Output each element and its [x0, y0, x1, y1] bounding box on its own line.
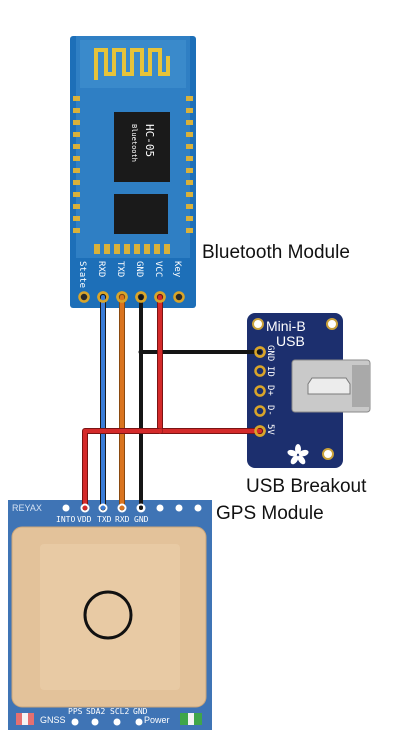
usb-pin-dplus — [254, 385, 266, 397]
hc05-pin-rxd-label: RXD — [96, 261, 106, 277]
gps-brand: REYAX — [12, 503, 42, 513]
gps-bottom-pin-gnd-label: GND — [133, 707, 148, 716]
usb-pin-5v-label: 5V — [265, 424, 275, 435]
gnss-label: GNSS — [40, 715, 66, 725]
usb-mount-hole-tr — [326, 318, 338, 330]
usb-breakout-label: USB Breakout — [246, 476, 367, 497]
bluetooth-bottom-pads — [94, 244, 170, 254]
bluetooth-side-pads — [73, 96, 193, 233]
junction-vcc — [157, 428, 163, 434]
usb-pin-dminus-label: D- — [265, 405, 275, 416]
bluetooth-module-label: Bluetooth Module — [202, 242, 350, 263]
usb-port-icon — [307, 377, 351, 395]
usb-pin-id — [254, 365, 266, 377]
usb-pin-dplus-label: D+ — [265, 385, 275, 396]
usb-breakout: Mini-B USB GND ID D+ D- 5V — [247, 313, 371, 468]
hc05-pin-vcc-label: VCC — [153, 261, 163, 277]
usb-mount-hole-tl — [252, 318, 264, 330]
usb-connector-face — [352, 365, 370, 407]
gps-module: REYAX INTO VDD TXD RXD GND PPS SDA2 SCL2… — [8, 500, 212, 730]
gps-top-pin-vdd-label: VDD — [77, 515, 92, 524]
usb-title-line2: USB — [276, 333, 305, 349]
usb-pin-gnd-label: GND — [265, 345, 275, 361]
hc05-pin-state — [78, 291, 90, 303]
junction-gnd — [138, 349, 144, 355]
gps-top-pin-gnd-label: GND — [134, 515, 149, 524]
gps-bottom-pin-holes — [71, 718, 143, 726]
gps-bottom-pin-sda2-label: SDA2 — [86, 707, 105, 716]
hc05-pin-txd-label: TXD — [115, 261, 125, 277]
hc05-pin-key-label: Key — [172, 261, 182, 278]
usb-title-line1: Mini-B — [266, 318, 306, 334]
gps-top-pin-rxd-label: RXD — [115, 515, 130, 524]
hc05-chip-label: HC-05 — [143, 124, 156, 157]
gps-antenna-feed-icon — [83, 590, 133, 640]
power-label: Power — [144, 715, 170, 725]
gps-antenna-inner — [40, 544, 180, 690]
gps-top-pin-into-label: INTO — [56, 515, 75, 524]
gnss-led-body — [22, 713, 28, 725]
gps-bottom-pin-pps-label: PPS — [68, 707, 83, 716]
hc05-pin-state-label: State — [77, 261, 87, 288]
bluetooth-secondary-chip — [114, 194, 168, 234]
flower-logo-icon — [287, 444, 309, 465]
bluetooth-module: HC-05 Bluetooth State RXD TXD GND VCC Ke… — [70, 36, 196, 308]
power-led-body — [188, 713, 194, 725]
gps-bottom-pin-scl2-label: SCL2 — [110, 707, 129, 716]
pin-overlays — [97, 291, 266, 437]
wire-vcc-to-usb-5v — [157, 294, 263, 434]
hc05-pin-key — [173, 291, 185, 303]
bluetooth-main-chip — [114, 112, 170, 182]
gps-module-label: GPS Module — [216, 503, 324, 524]
hc05-pin-gnd-label: GND — [134, 261, 144, 277]
gps-top-pin-txd-label: TXD — [97, 515, 112, 524]
usb-pin-id-label: ID — [265, 366, 275, 377]
wires — [82, 294, 263, 511]
hc05-chip-sublabel: Bluetooth — [130, 124, 138, 162]
usb-mount-hole-br — [322, 448, 334, 460]
gps-pin-into — [62, 504, 70, 512]
usb-pin-dminus — [254, 405, 266, 417]
gps-pin-overlays — [80, 503, 146, 513]
bluetooth-antenna-icon — [94, 48, 170, 80]
